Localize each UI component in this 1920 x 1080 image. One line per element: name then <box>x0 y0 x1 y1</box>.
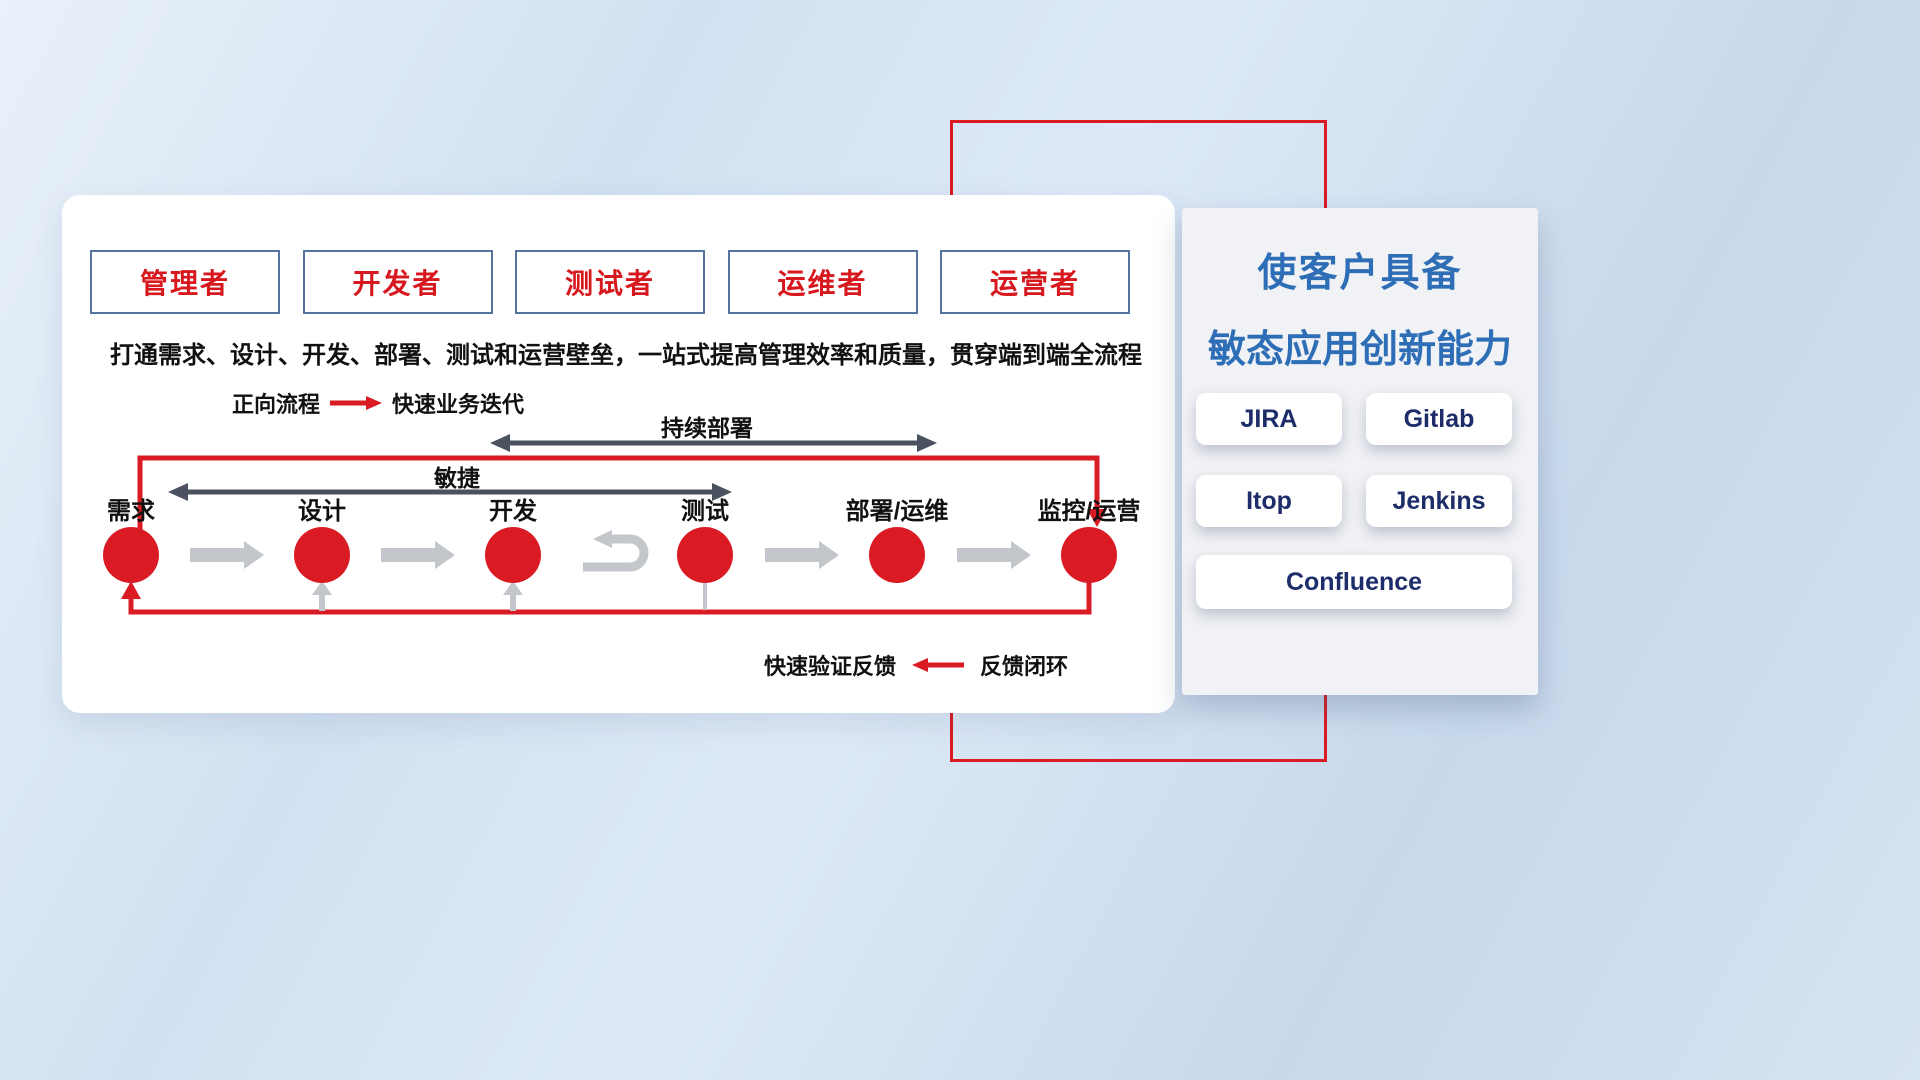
flow-diagram <box>103 434 1117 615</box>
feedback-legend-value: 反馈闭环 <box>980 654 1069 679</box>
feedback-up-arrow-icon <box>503 581 523 611</box>
stage-label-requirements: 需求 <box>107 498 155 525</box>
stage-node-development <box>485 527 541 583</box>
forward-legend-value: 快速业务迭代 <box>392 392 525 417</box>
iteration-loop-icon <box>583 530 649 572</box>
tool-chip-jenkins: Jenkins <box>1366 475 1512 527</box>
stage-label-design: 设计 <box>298 498 346 525</box>
role-box-tester: 测试者 <box>515 250 705 314</box>
role-box-ops: 运维者 <box>727 250 918 314</box>
role-box-operator: 运营者 <box>940 250 1130 314</box>
tool-chip-itop: Itop <box>1196 475 1342 527</box>
stage-node-monitor-ops <box>1061 527 1117 583</box>
role-label: 管理者 <box>139 268 230 299</box>
stage-arrow-icon <box>765 541 839 569</box>
feedback-up-arrow-icon <box>312 581 332 611</box>
role-label: 测试者 <box>564 268 655 299</box>
card-subtitle: 打通需求、设计、开发、部署、测试和运营壁垒，一站式提高管理效率和质量，贯穿端到端… <box>110 342 1142 369</box>
forward-loop-line <box>137 455 1107 533</box>
panel-title-line1: 使客户具备 <box>1257 252 1463 295</box>
role-box-developer: 开发者 <box>302 250 493 314</box>
agile-label: 敏捷 <box>434 465 480 491</box>
role-label: 运维者 <box>777 268 868 299</box>
forward-legend-label: 正向流程 <box>232 392 321 417</box>
tool-chip-jira: JIRA <box>1196 393 1342 445</box>
panel-title-line2: 敏态应用创新能力 <box>1207 329 1512 371</box>
stage-node-testing <box>677 527 733 583</box>
stage-node-design <box>294 527 350 583</box>
feedback-loop-line <box>121 581 1092 615</box>
feedback-flow-legend: 快速验证反馈 反馈闭环 <box>764 649 1068 681</box>
forward-flow-legend: 正向流程 快速业务迭代 <box>232 387 524 419</box>
right-arrow-icon <box>330 396 383 410</box>
stage-label-monitor-ops: 监控/运营 <box>1037 498 1141 525</box>
role-label: 开发者 <box>352 268 443 299</box>
capability-panel: 使客户具备 敏态应用创新能力 JIRA Gitlab Itop Jenkins … <box>1182 208 1538 695</box>
feedback-legend-label: 快速验证反馈 <box>764 654 897 679</box>
tool-chip-confluence: Confluence <box>1196 555 1512 609</box>
role-label: 运营者 <box>989 268 1080 299</box>
stage-node-requirements <box>103 527 159 583</box>
left-arrow-icon <box>912 658 965 672</box>
continuous-deployment-label: 持续部署 <box>661 415 753 441</box>
continuous-deployment-arrow <box>490 434 937 452</box>
stage-label-development: 开发 <box>489 498 537 525</box>
stage-arrow-icon <box>381 541 455 569</box>
stage-node-deploy-ops <box>869 527 925 583</box>
agile-arrow <box>168 483 732 501</box>
stage-label-deploy-ops: 部署/运维 <box>845 498 949 525</box>
stage-arrow-icon <box>190 541 264 569</box>
stage-label-testing: 测试 <box>681 498 729 525</box>
stage-arrow-icon <box>957 541 1031 569</box>
role-box-manager: 管理者 <box>90 250 280 314</box>
devops-flow-card: 管理者 开发者 测试者 运维者 运营者 打通需求、设计、开发、部署、测试和运营壁… <box>62 195 1175 713</box>
tool-chip-gitlab: Gitlab <box>1366 393 1512 445</box>
role-boxes-row: 管理者 开发者 测试者 运维者 运营者 <box>90 250 1130 314</box>
